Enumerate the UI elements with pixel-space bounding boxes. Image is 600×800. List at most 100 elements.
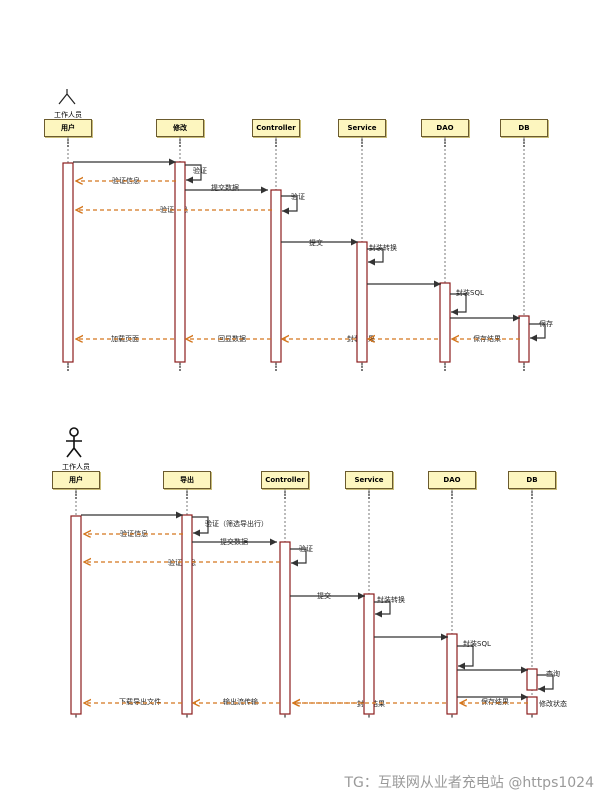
activation-bar	[279, 541, 291, 715]
lifeline-end-dot	[75, 715, 77, 717]
lifeline-end-dot	[284, 715, 286, 717]
lifeline-end-dot	[179, 139, 181, 141]
lifeline-end-dot	[75, 494, 77, 496]
actor-figure	[58, 89, 76, 105]
self-message-arrow	[457, 645, 474, 670]
lifeline-end-dot	[275, 369, 277, 371]
lifeline-end-dot	[368, 715, 370, 717]
lifeline-end-dot	[67, 363, 69, 365]
lifeline-db: DB	[508, 471, 556, 489]
watermark: TG：互联网从业者充电站 @https1024	[344, 775, 594, 791]
lifeline-end-dot	[275, 363, 277, 365]
activation-bar	[181, 514, 193, 715]
lifeline-end-dot	[444, 145, 446, 147]
lifeline-end-dot	[523, 366, 525, 368]
lifeline-end-dot	[186, 715, 188, 717]
lifeline-end-dot	[186, 491, 188, 493]
lifeline-end-dot	[523, 139, 525, 141]
lifeline-end-dot	[275, 142, 277, 144]
self-message-arrow	[367, 248, 384, 266]
lifeline-end-dot	[361, 139, 363, 141]
lifeline-db: DB	[500, 119, 548, 137]
self-message-arrow	[281, 195, 298, 215]
lifeline-end-dot	[444, 363, 446, 365]
lifeline-end-dot	[67, 366, 69, 368]
lifeline-end-dot	[75, 497, 77, 499]
self-message-arrow	[450, 293, 467, 316]
lifeline-end-dot	[361, 142, 363, 144]
lifeline-end-dot	[67, 369, 69, 371]
lifeline-controller: Controller	[261, 471, 309, 489]
activation-bar	[270, 189, 282, 363]
lifeline-service: Service	[338, 119, 386, 137]
activation-bar	[62, 162, 74, 363]
lifeline-end-dot	[531, 497, 533, 499]
activation-bar	[526, 696, 538, 715]
msg-update-status: 修改状态	[538, 700, 568, 709]
msg-submit: 提交	[308, 239, 324, 248]
lifeline-end-dot	[523, 369, 525, 371]
lifeline-user: 用户	[44, 119, 92, 137]
self-message-arrow	[374, 601, 391, 618]
activation-bar	[526, 668, 538, 691]
msg-save-result: 保存结果	[472, 335, 502, 344]
activation-bar	[518, 315, 530, 363]
lifeline-end-dot	[284, 491, 286, 493]
msg-verify: 验证	[192, 167, 208, 176]
lifeline-end-dot	[451, 715, 453, 717]
lifeline-end-dot	[275, 139, 277, 141]
lifeline-service: Service	[345, 471, 393, 489]
activation-bar	[356, 241, 368, 363]
lifeline-end-dot	[368, 491, 370, 493]
activation-bar	[174, 161, 186, 363]
actor-label: 工作人员	[54, 111, 82, 119]
lifeline-end-dot	[361, 363, 363, 365]
self-message-arrow	[192, 516, 209, 537]
lifeline-end-dot	[186, 497, 188, 499]
lifeline-end-dot	[444, 139, 446, 141]
msg-wrap-convert: 封装转换	[376, 596, 406, 605]
actor-head	[69, 427, 79, 437]
lifeline-end-dot	[451, 491, 453, 493]
lifeline-end-dot	[523, 363, 525, 365]
activation-bar	[363, 593, 375, 715]
lifeline-dao: DAO	[421, 119, 469, 137]
lifeline-end-dot	[67, 145, 69, 147]
lifeline-end-dot	[275, 145, 277, 147]
lifeline-end-dot	[523, 142, 525, 144]
lifeline-end-dot	[361, 145, 363, 147]
lifeline-end-dot	[451, 494, 453, 496]
activation-bar	[446, 633, 458, 715]
lifeline-end-dot	[531, 715, 533, 717]
lifeline-edit: 修改	[156, 119, 204, 137]
self-message-arrow	[290, 548, 307, 567]
lifeline-end-dot	[444, 142, 446, 144]
activation-bar	[439, 282, 451, 363]
lifeline-end-dot	[531, 491, 533, 493]
lifeline-end-dot	[531, 494, 533, 496]
msg-save: 保存	[538, 320, 554, 329]
lifeline-end-dot	[75, 491, 77, 493]
lifeline-end-dot	[67, 142, 69, 144]
activation-bar	[70, 515, 82, 715]
lifeline-end-dot	[179, 366, 181, 368]
msg-save-result: 保存结果	[480, 698, 510, 707]
lifeline-end-dot	[179, 369, 181, 371]
lifeline-end-dot	[361, 366, 363, 368]
lifeline-end-dot	[368, 497, 370, 499]
lifeline-end-dot	[284, 497, 286, 499]
lifeline-dao: DAO	[428, 471, 476, 489]
msg-wrap-sql: 封装SQL	[455, 289, 485, 298]
lifeline-end-dot	[444, 366, 446, 368]
lifeline-export: 导出	[163, 471, 211, 489]
lifeline-end-dot	[361, 369, 363, 371]
msg-output-stream: 输出流传输	[222, 698, 259, 707]
lifeline-controller: Controller	[252, 119, 300, 137]
self-message-arrow	[185, 164, 202, 184]
msg-verify-filter: 验证（筛选导出行）	[204, 520, 269, 529]
lifeline-end-dot	[451, 497, 453, 499]
lifeline-end-dot	[179, 142, 181, 144]
lifeline-end-dot	[179, 363, 181, 365]
lifeline-end-dot	[67, 139, 69, 141]
